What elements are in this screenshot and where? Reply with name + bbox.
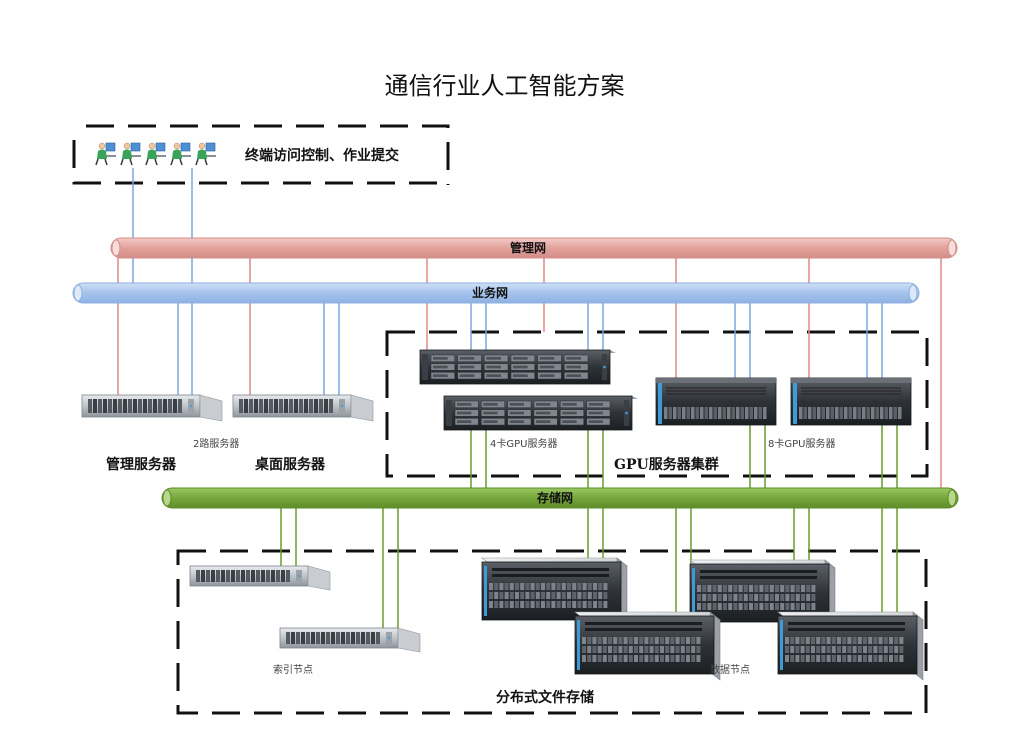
gpu-cluster-frame: [385, 330, 929, 478]
user-workstation-icon: [145, 142, 166, 166]
data-node-label: 数据节点: [710, 665, 750, 676]
user-workstation-icon: [170, 142, 191, 166]
storage-label: 分布式文件存储: [496, 690, 594, 706]
business-links: [132, 168, 883, 395]
gpu8-server: [655, 377, 777, 426]
storage-frame: [176, 549, 928, 715]
gpu-cluster-label: GPU服务器集群: [614, 457, 719, 473]
data-node-server: [777, 611, 924, 681]
rack-servers: [81, 394, 421, 653]
user-workstation-icon: [195, 142, 216, 166]
user-workstation-icon: [95, 142, 116, 166]
management-bus-label: 管理网: [510, 241, 547, 255]
gpu8-servers: [655, 377, 912, 426]
gpu4-server: [443, 395, 638, 431]
gpu8-server: [790, 377, 912, 426]
gpu4-servers: [419, 349, 638, 431]
terminal-frame: [72, 124, 450, 185]
gpu8-label: 8卡GPU服务器: [768, 439, 836, 450]
desktop-server: [232, 394, 374, 422]
user-workstation-icon: [120, 142, 141, 166]
server-note: 2路服务器: [193, 439, 240, 450]
terminal-users: [95, 142, 216, 166]
storage-bus-label: 存储网: [537, 491, 574, 505]
data-node-server: [481, 557, 628, 627]
index-node-server: [189, 565, 331, 591]
management-server-label: 管理服务器: [106, 457, 176, 473]
terminal-label: 终端访问控制、作业提交: [245, 148, 399, 164]
data-node-server: [689, 559, 836, 629]
storage-links: [280, 425, 898, 628]
business-bus-label: 业务网: [472, 286, 509, 300]
data-node-server: [574, 611, 721, 681]
index-node-server: [279, 627, 421, 653]
page-title: 通信行业人工智能方案: [384, 72, 625, 100]
index-node-label: 索引节点: [273, 665, 313, 676]
desktop-server-label: 桌面服务器: [255, 457, 325, 473]
data-node-servers: [481, 557, 924, 681]
management-bus: [110, 237, 958, 259]
management-server: [81, 394, 223, 422]
gpu4-server: [419, 349, 616, 385]
gpu4-label: 4卡GPU服务器: [490, 439, 558, 450]
storage-bus: [161, 487, 959, 509]
business-bus: [72, 282, 920, 304]
